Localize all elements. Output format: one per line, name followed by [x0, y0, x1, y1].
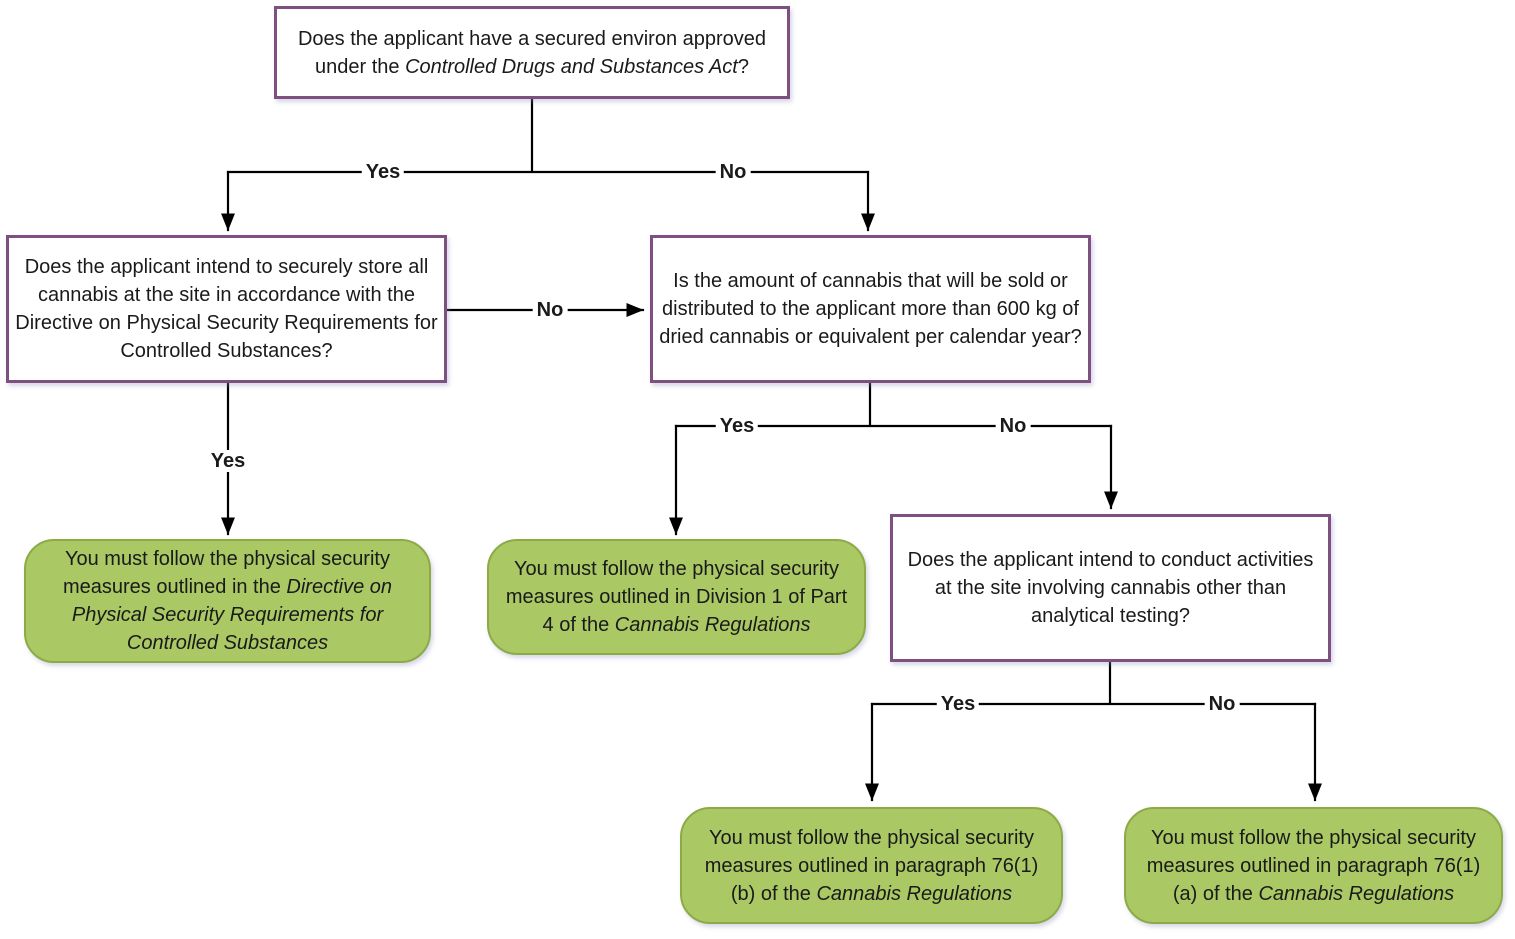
- edge-label-environ-no: No: [715, 161, 751, 183]
- edge-label-environ-yes: Yes: [361, 161, 405, 183]
- text-segment-italic: Cannabis Regulations: [816, 882, 1013, 905]
- text-segment-italic: Cannabis Regulations: [614, 614, 811, 636]
- decision-box-activities: Does the applicant intend to conduct act…: [890, 514, 1331, 662]
- outcome-box-76-1-b: You must follow the physical security me…: [680, 807, 1063, 924]
- text-segment: Does the applicant have a secured enviro…: [297, 27, 767, 78]
- text-segment: You must follow the physical security me…: [704, 826, 1039, 905]
- text-segment: ?: [737, 55, 749, 78]
- outcome-text: You must follow the physical security me…: [40, 545, 415, 657]
- decision-text: Does the applicant intend to conduct act…: [899, 546, 1322, 630]
- decision-text: Is the amount of cannabis that will be s…: [659, 267, 1082, 351]
- decision-text: Does the applicant have a secured enviro…: [283, 25, 781, 81]
- text-segment: You must follow the physical security me…: [62, 548, 390, 598]
- edge-environ-split: [226, 97, 870, 174]
- edge-label-activities-yes: Yes: [936, 693, 980, 715]
- edge-label-activities-no: No: [1204, 693, 1240, 715]
- text-segment-italic: Cannabis Regulations: [1258, 882, 1455, 905]
- text-segment: You must follow the physical security me…: [505, 558, 848, 636]
- decision-text: Does the applicant intend to securely st…: [15, 253, 438, 365]
- decision-box-amount-600kg: Is the amount of cannabis that will be s…: [650, 235, 1091, 383]
- outcome-box-division1-part4: You must follow the physical security me…: [487, 539, 866, 655]
- text-segment: Is the amount of cannabis that will be s…: [659, 270, 1082, 348]
- outcome-text: You must follow the physical security me…: [696, 824, 1047, 908]
- text-segment-italic: Controlled Drugs and Substances Act: [405, 55, 738, 78]
- outcome-text: You must follow the physical security me…: [1140, 824, 1487, 908]
- text-segment: You must follow the physical security me…: [1146, 826, 1481, 905]
- decision-box-secure-storage: Does the applicant intend to securely st…: [6, 235, 447, 383]
- outcome-box-directive: You must follow the physical security me…: [24, 539, 431, 663]
- edge-label-store-yes: Yes: [206, 450, 250, 472]
- edge-label-amount-no: No: [995, 415, 1031, 437]
- edge-label-store-no: No: [532, 299, 568, 321]
- outcome-box-76-1-a: You must follow the physical security me…: [1124, 807, 1503, 924]
- text-segment: Does the applicant intend to conduct act…: [907, 549, 1314, 627]
- text-segment-italic: Directive on Physical Security Requireme…: [71, 576, 393, 654]
- edge-label-amount-yes: Yes: [715, 415, 759, 437]
- outcome-text: You must follow the physical security me…: [503, 555, 850, 639]
- decision-box-secured-environ: Does the applicant have a secured enviro…: [274, 6, 790, 99]
- text-segment: Does the applicant intend to securely st…: [15, 256, 438, 362]
